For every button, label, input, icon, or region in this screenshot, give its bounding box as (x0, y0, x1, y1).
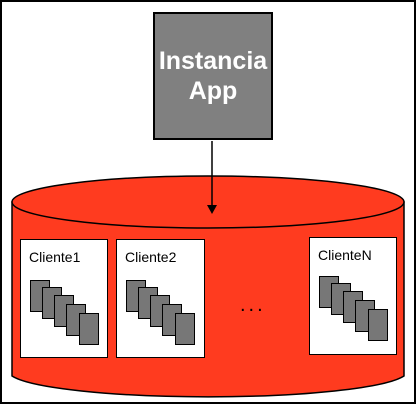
client-box-1: Cliente1 (20, 239, 108, 358)
database-cylinder-body (11, 201, 405, 398)
client-label: Cliente2 (125, 249, 177, 265)
database-cylinder-top (11, 175, 405, 229)
ellipsis-more-clients: ... (240, 294, 266, 316)
app-instance-label-line1: Instancia (158, 47, 268, 75)
app-instance-label-line2: App (188, 77, 238, 105)
document-icon (79, 313, 99, 345)
connector-arrow-head (207, 205, 217, 214)
client-box-n: ClienteN (309, 237, 397, 355)
client-box-2: Cliente2 (116, 239, 205, 358)
document-icon (175, 313, 195, 345)
document-icon (368, 309, 388, 341)
app-instance-box: Instancia App (153, 12, 273, 140)
client-label: Cliente1 (29, 249, 81, 265)
client-label: ClienteN (318, 247, 372, 263)
